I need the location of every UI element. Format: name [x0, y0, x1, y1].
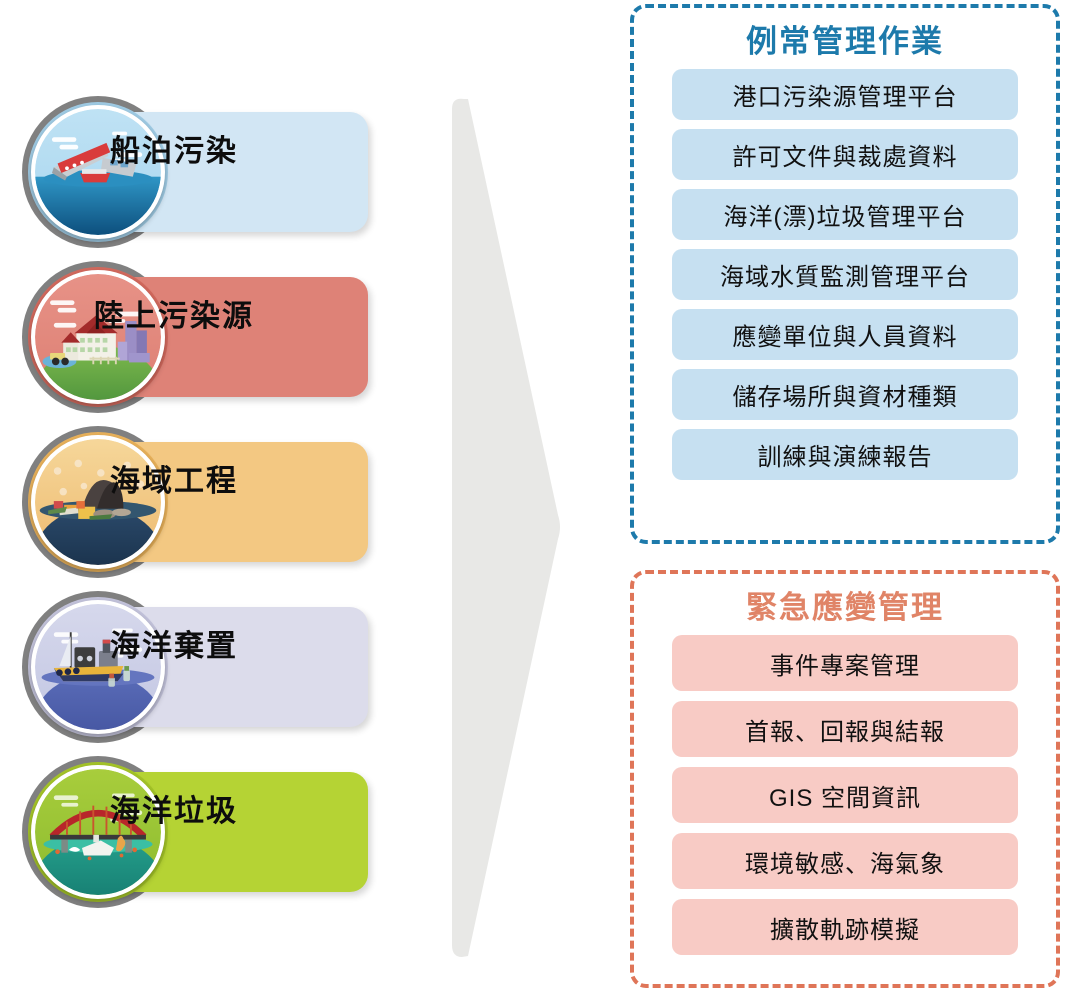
routine-list-item[interactable]: 港口污染源管理平台 [672, 69, 1018, 120]
routine-list-item[interactable]: 訓練與演練報告 [672, 429, 1018, 480]
emergency-item-list: 事件專案管理 首報、回報與結報 GIS 空間資訊 環境敏感、海氣象 擴散軌跡模擬 [634, 635, 1056, 955]
category-item-ocean-dumping[interactable]: 海洋棄置 [0, 583, 420, 758]
bridge-river-litter-icon [31, 765, 165, 899]
emergency-list-item[interactable]: GIS 空間資訊 [672, 767, 1018, 823]
category-label: 船泊污染 [110, 135, 238, 168]
category-label: 海洋棄置 [110, 630, 238, 663]
routine-list-item[interactable]: 許可文件與裁處資料 [672, 129, 1018, 180]
category-item-marine-litter[interactable]: 海洋垃圾 [0, 748, 420, 923]
routine-list-item[interactable]: 海域水質監測管理平台 [672, 249, 1018, 300]
category-label: 海域工程 [110, 465, 238, 498]
routine-management-panel: 例常管理作業 港口污染源管理平台 許可文件與裁處資料 海洋(漂)垃圾管理平台 海… [630, 4, 1060, 544]
pollution-category-list: 船泊污染 [0, 0, 420, 994]
category-label: 陸上污染源 [94, 300, 254, 333]
dumping-boat-icon [31, 600, 165, 734]
right-pointing-chevron-arrow-icon [440, 95, 570, 960]
panel-title-routine: 例常管理作業 [746, 24, 944, 59]
sinking-ship-icon [31, 105, 165, 239]
category-item-land-pollution-source[interactable]: 陸上污染源 [0, 253, 420, 428]
emergency-list-item[interactable]: 事件專案管理 [672, 635, 1018, 691]
panel-title-emergency: 緊急應變管理 [746, 590, 944, 625]
category-label: 海洋垃圾 [110, 795, 238, 828]
routine-item-list: 港口污染源管理平台 許可文件與裁處資料 海洋(漂)垃圾管理平台 海域水質監測管理… [634, 69, 1056, 480]
routine-list-item[interactable]: 應變單位與人員資料 [672, 309, 1018, 360]
marine-construction-debris-icon [31, 435, 165, 569]
emergency-list-item[interactable]: 首報、回報與結報 [672, 701, 1018, 757]
emergency-list-item[interactable]: 環境敏感、海氣象 [672, 833, 1018, 889]
coastal-town-factory-icon [31, 270, 165, 404]
category-item-marine-engineering[interactable]: 海域工程 [0, 418, 420, 593]
routine-list-item[interactable]: 儲存場所與資材種類 [672, 369, 1018, 420]
emergency-list-item[interactable]: 擴散軌跡模擬 [672, 899, 1018, 955]
emergency-response-panel: 緊急應變管理 事件專案管理 首報、回報與結報 GIS 空間資訊 環境敏感、海氣象… [630, 570, 1060, 988]
routine-list-item[interactable]: 海洋(漂)垃圾管理平台 [672, 189, 1018, 240]
category-item-ship-pollution[interactable]: 船泊污染 [0, 88, 420, 263]
